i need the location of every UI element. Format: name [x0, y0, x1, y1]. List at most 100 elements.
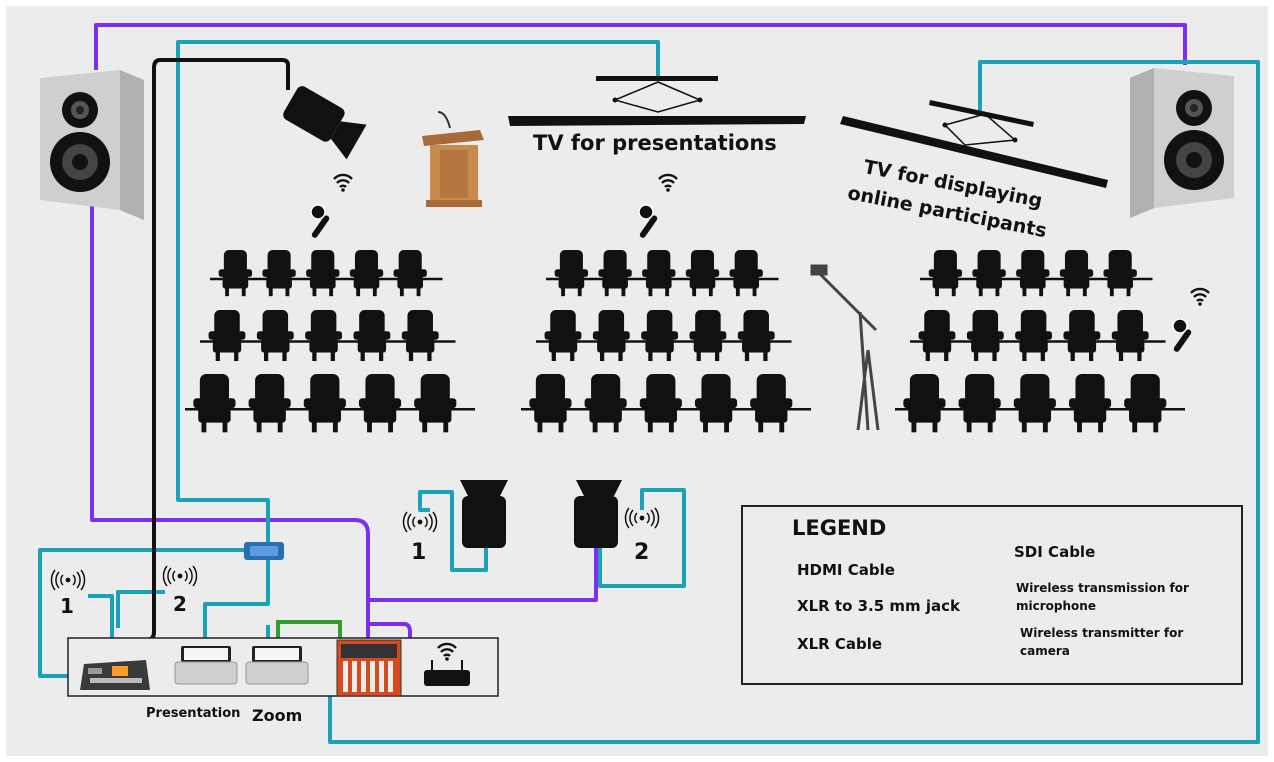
- seat-icon: [958, 374, 1001, 433]
- seat-icon: [584, 374, 627, 433]
- broadcast-icon: [50, 569, 86, 591]
- seat-icon: [642, 250, 676, 297]
- seat-row-rail: [200, 340, 456, 343]
- seat-icon: [305, 310, 343, 362]
- camera-icon: [574, 480, 622, 548]
- seat-icon: [750, 374, 793, 433]
- seat-icon: [262, 250, 296, 297]
- seat-icon: [401, 310, 439, 362]
- seat-icon: [592, 310, 630, 362]
- seat-icon: [972, 250, 1006, 297]
- seat-icon: [1016, 250, 1050, 297]
- legend-wireless-cam-line1: Wireless transmitter for: [1020, 626, 1184, 640]
- legend-wireless-cam-line2: camera: [1020, 644, 1070, 658]
- legend-hdmi-label: HDMI Cable: [797, 561, 895, 579]
- seat-icon: [256, 310, 294, 362]
- wifi-icon: [1189, 287, 1211, 307]
- seat-icon: [393, 250, 427, 297]
- microphone-icon: [1171, 318, 1194, 354]
- seat-icon: [529, 374, 572, 433]
- seat-icon: [685, 250, 720, 297]
- xlr-jack-cable-path: [276, 620, 342, 648]
- mic-stand-icon: [810, 264, 880, 431]
- seat-icon: [1015, 310, 1053, 362]
- hdmi-cable-splitter-left: [38, 548, 244, 678]
- wireless-mic-2: [637, 173, 679, 240]
- seat-icon: [1111, 310, 1149, 362]
- audience-seating: [185, 250, 1185, 433]
- seat-icon: [218, 250, 253, 297]
- hdmi-cable-cam2: [598, 488, 686, 588]
- seat-icon: [737, 310, 775, 362]
- seat-icon: [928, 250, 963, 297]
- laptop-icon: [245, 645, 309, 685]
- broadcast-icon: [624, 507, 660, 529]
- seat-icon: [641, 310, 679, 362]
- tv-presentations-label: TV for presentations: [533, 131, 777, 155]
- xlr-jack-cable: [276, 620, 342, 648]
- hdmi-splitter-icon: [244, 542, 284, 560]
- xlr-cable-left-speaker: [90, 200, 370, 640]
- zoom-label: Zoom: [252, 706, 303, 725]
- wireless-mic-1: [309, 173, 354, 240]
- seat-icon: [1063, 310, 1101, 362]
- seat-row-rail: [895, 408, 1185, 411]
- speaker-icon: [1130, 68, 1234, 218]
- seat-icon: [966, 310, 1004, 362]
- legend-wireless-mic-line2: microphone: [1016, 599, 1096, 613]
- tv-presentations-icon: [508, 76, 806, 126]
- seat-icon: [208, 310, 246, 362]
- laptop-icon: [174, 645, 238, 685]
- xlr-cable-router: [368, 622, 425, 680]
- mixer-icon: [336, 639, 402, 697]
- router-icon: [424, 642, 470, 686]
- seat-icon: [358, 374, 402, 433]
- seat-icon: [353, 310, 391, 362]
- hdmi-cable-splitter-down: [203, 560, 270, 642]
- camera-2-label: 2: [634, 540, 650, 565]
- seat-icon: [639, 374, 682, 433]
- wifi-icon: [332, 173, 354, 194]
- speaker-icon: [40, 70, 144, 220]
- seat-icon: [694, 374, 738, 433]
- seat-icon: [414, 374, 457, 433]
- camera-1-label: 1: [411, 540, 427, 565]
- seat-icon: [598, 250, 632, 297]
- seat-row-rail: [185, 408, 475, 411]
- camera-icon: [283, 86, 367, 160]
- xlr-cables: [90, 23, 1187, 680]
- seat-icon: [689, 310, 727, 362]
- tv-online-icon: [840, 100, 1108, 188]
- seat-row-rail: [546, 277, 779, 281]
- broadcast-icon: [162, 565, 198, 587]
- presentation-label: Presentation: [146, 706, 241, 721]
- seat-icon: [349, 250, 384, 297]
- legend-xlr-label: XLR Cable: [797, 635, 883, 653]
- transmitter-1-label: 1: [60, 594, 74, 618]
- seat-row-rail: [210, 277, 443, 281]
- legend-wireless-mic-line1: Wireless transmission for: [1016, 581, 1189, 595]
- seat-row-rail: [920, 277, 1153, 281]
- seat-icon: [303, 374, 346, 433]
- seat-icon: [903, 374, 946, 433]
- seat-icon: [1103, 250, 1137, 297]
- transmitter-2-label: 2: [173, 592, 187, 616]
- seat-icon: [1059, 250, 1094, 297]
- video-switcher-icon: [80, 660, 150, 690]
- hdmi-cable-cam1: [418, 490, 488, 572]
- seat-icon: [193, 374, 236, 433]
- seat-icon: [306, 250, 340, 297]
- hdmi-cable-tx2: [116, 590, 165, 628]
- camera-icon: [460, 480, 508, 548]
- seat-icon: [248, 374, 291, 433]
- seat-icon: [1124, 374, 1167, 433]
- seat-icon: [918, 310, 956, 362]
- seat-icon: [544, 310, 582, 362]
- wireless-mic-3: [1171, 287, 1211, 354]
- hdmi-cable-tv1: [176, 40, 660, 545]
- seat-icon: [554, 250, 589, 297]
- podium-icon: [422, 111, 484, 207]
- wifi-icon: [657, 173, 679, 194]
